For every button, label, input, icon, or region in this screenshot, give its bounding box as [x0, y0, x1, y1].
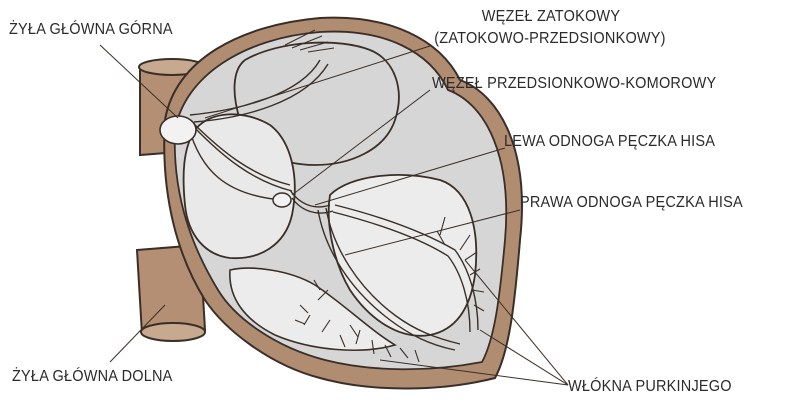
label-sa-node-line2: (ZATOKOWO-PRZEDSIONKOWY) — [400, 30, 700, 47]
label-vena-cava-superior: ŻYŁA GŁÓWNA GÓRNA — [9, 21, 173, 38]
sa-node — [160, 116, 196, 144]
label-left-bundle-branch: LEWA ODNOGA PĘCZKA HISA — [504, 133, 715, 150]
vena-cava-inferior-opening — [141, 323, 205, 341]
label-av-node: WĘZEŁ PRZEDSIONKOWO-KOMOROWY — [432, 75, 716, 92]
label-right-bundle-branch: PRAWA ODNOGA PĘCZKA HISA — [520, 194, 743, 211]
av-node — [273, 193, 291, 207]
label-purkinje-fibers: WŁÓKNA PURKINJEGO — [568, 378, 732, 395]
label-sa-node-line1: WĘZEŁ ZATOKOWY — [446, 8, 656, 25]
label-vena-cava-inferior: ŻYŁA GŁÓWNA DOLNA — [12, 368, 173, 385]
